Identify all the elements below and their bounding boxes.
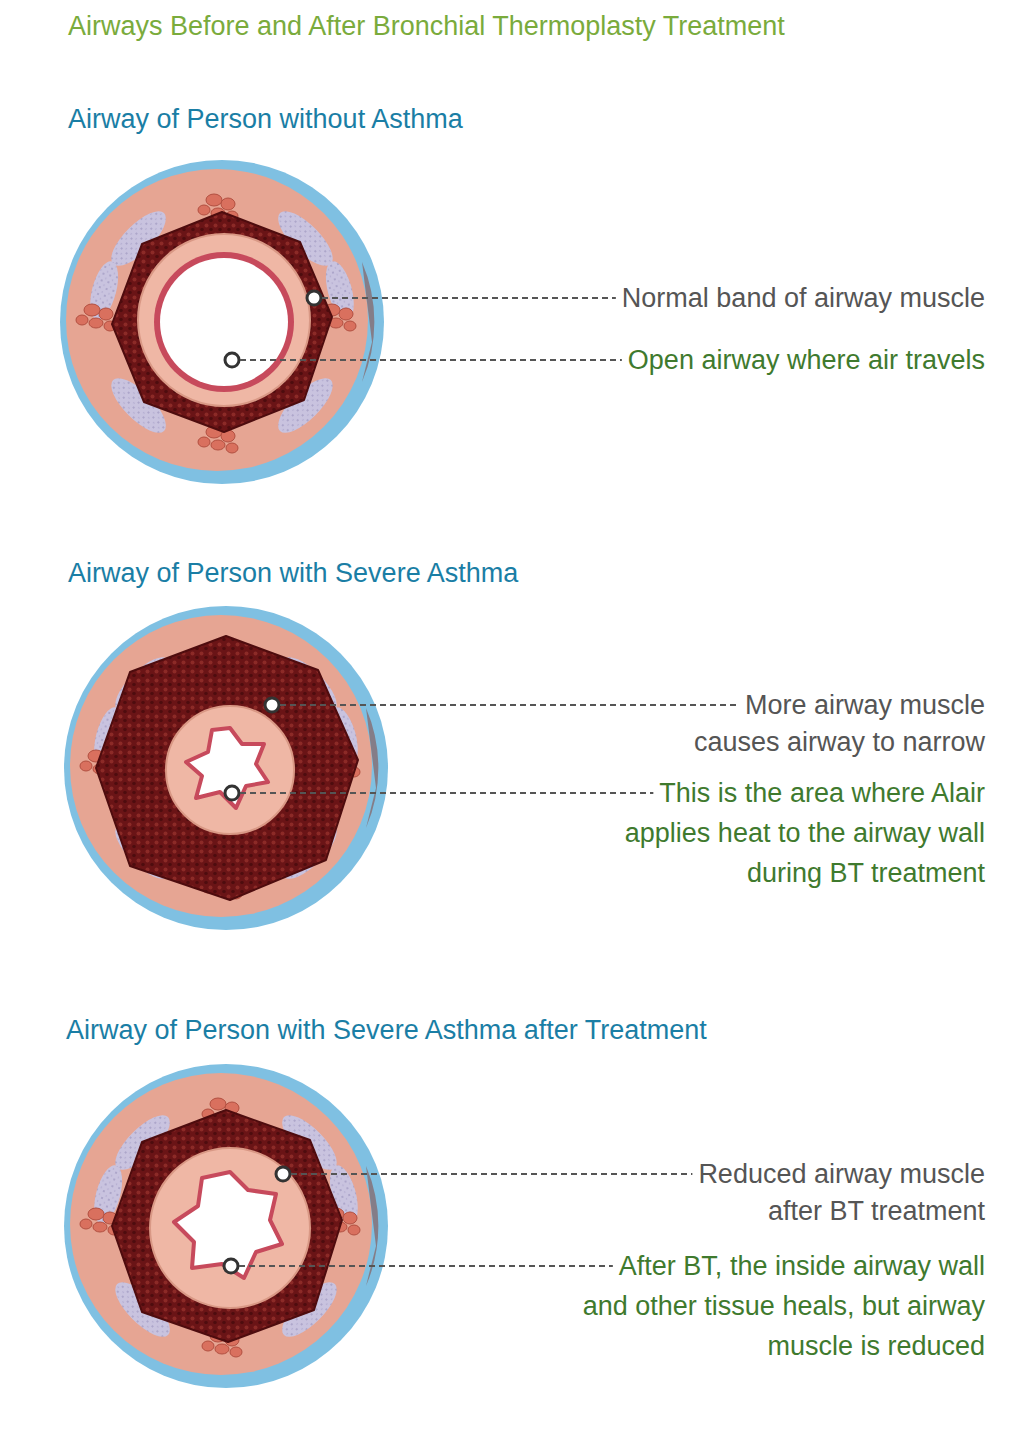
leader-line (240, 792, 653, 794)
section-heading: Airway of Person with Severe Asthma afte… (66, 1012, 707, 1049)
section-heading: Airway of Person with Severe Asthma (68, 555, 518, 592)
leader-line (240, 359, 622, 361)
callout-label: After BT, the inside airway wall and oth… (567, 1246, 985, 1366)
leader-line (280, 704, 739, 706)
leader-line (291, 1173, 692, 1175)
callout-label: Reduced airway muscle after BT treatment (655, 1156, 985, 1230)
leader-line (322, 297, 616, 299)
leader-line (239, 1265, 613, 1267)
section-heading: Airway of Person without Asthma (68, 101, 463, 138)
diagram-title: Airways Before and After Bronchial Therm… (68, 8, 785, 45)
callout-label: This is the area where Alair applies hea… (613, 773, 985, 893)
callout-label: Open airway where air travels (525, 342, 985, 379)
callout-label: More airway muscle causes airway to narr… (655, 687, 985, 761)
callout-label: Normal band of airway muscle (525, 280, 985, 317)
